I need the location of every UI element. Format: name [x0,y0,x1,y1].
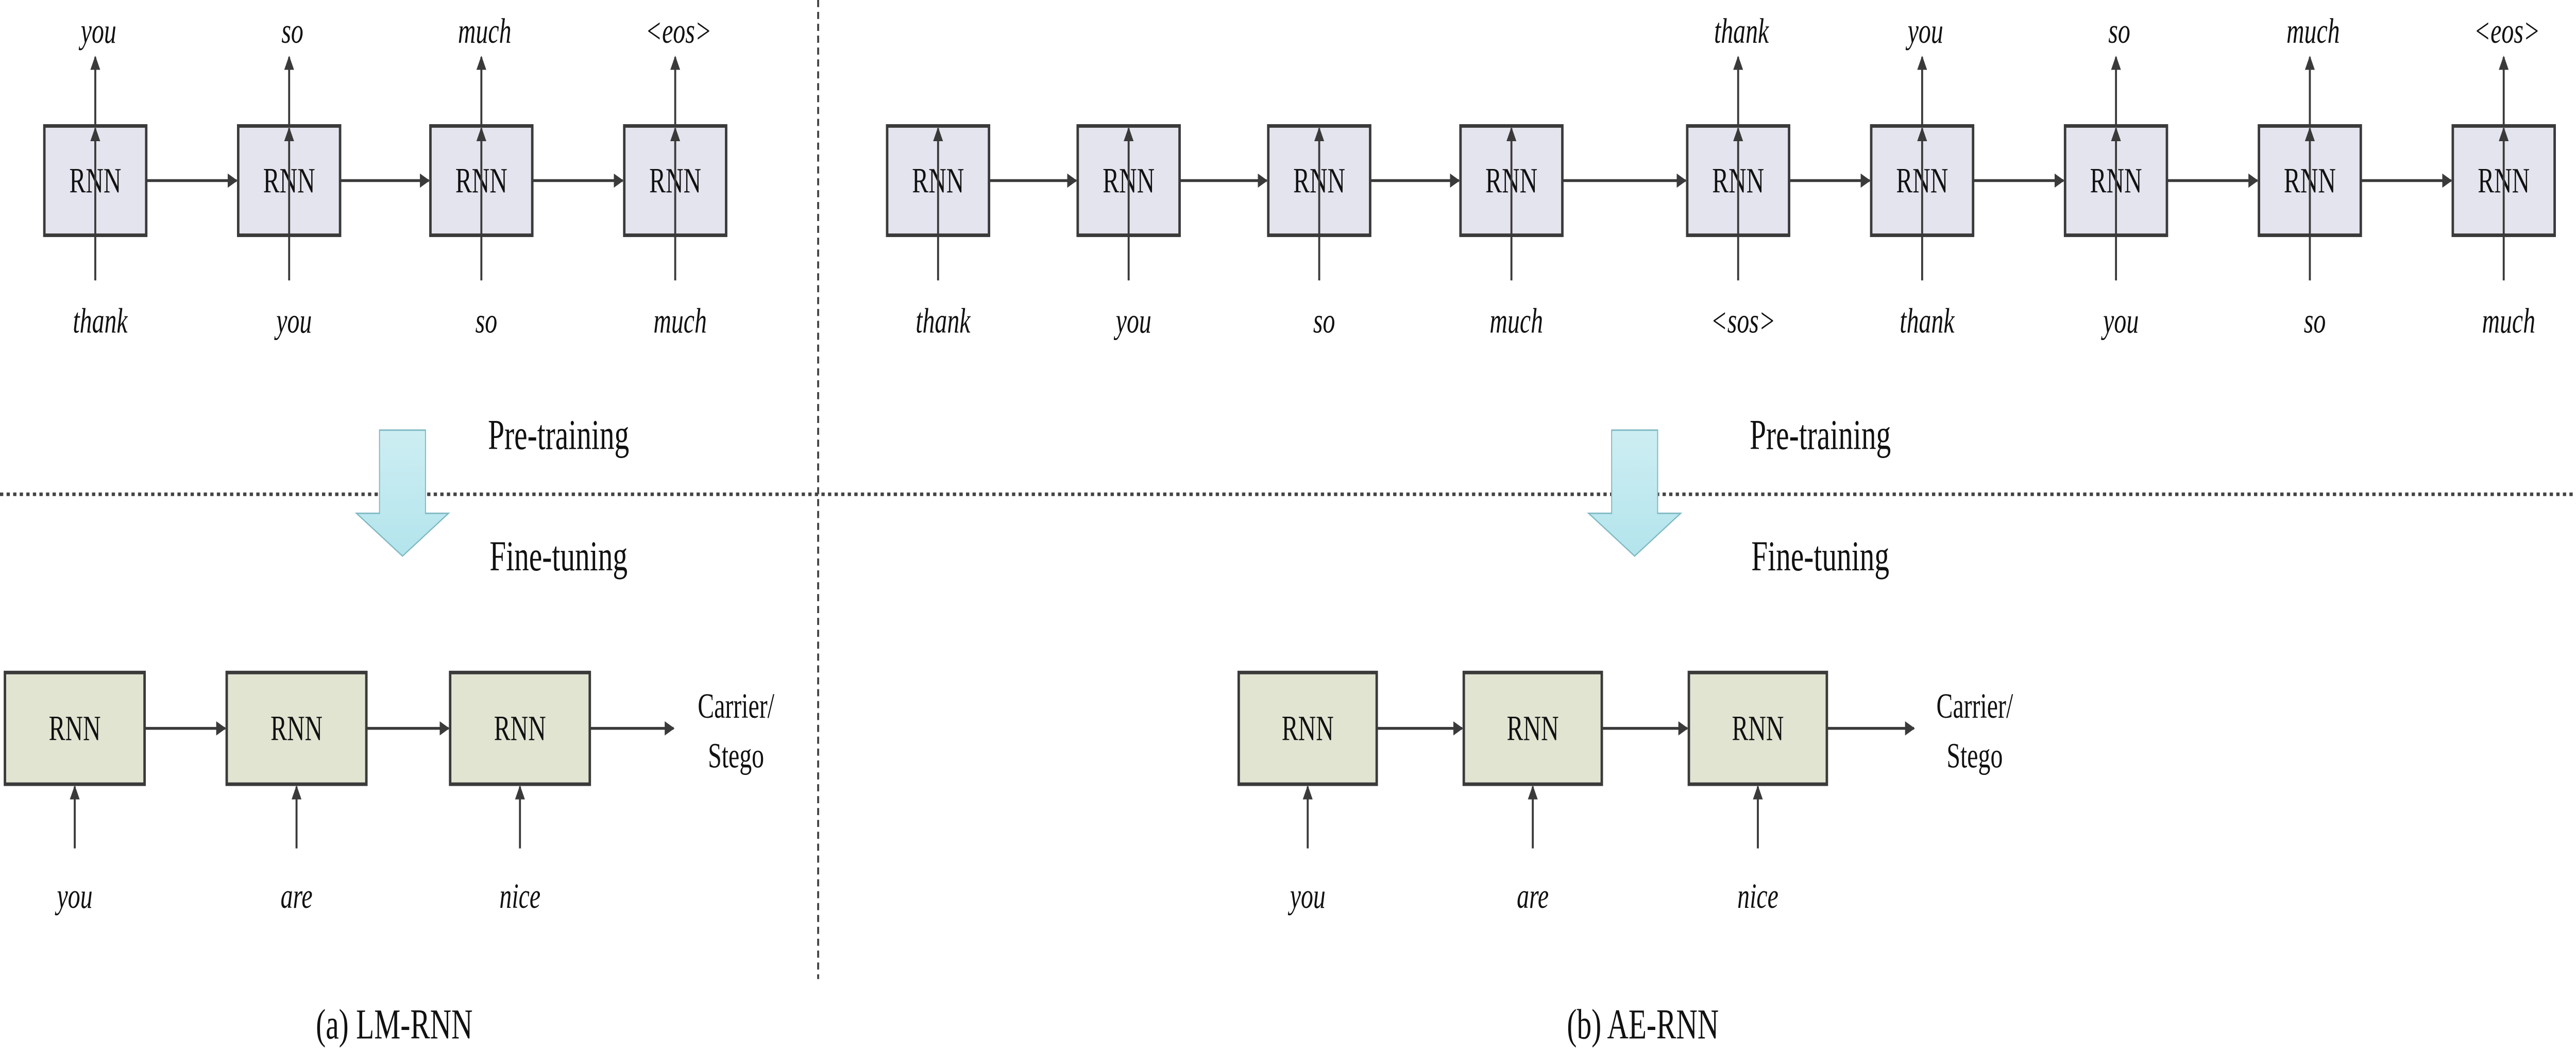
output-token: you [1906,11,1943,50]
input-token: so [476,301,498,341]
input-token: you [55,876,93,916]
finetune-rnn-cell: RNN you [4,670,146,916]
finetune-rnn-cell: RNN are [225,670,368,916]
input-token: you [1288,876,1326,916]
input-token: so [2304,301,2326,341]
panel-lm-rnn: RNNthankyouRNNyousoRNNsomuchRNNmuch<eos>… [4,11,774,1048]
input-token: thank [1900,301,1955,341]
stego-label: Stego [708,736,764,775]
rnn-label: RNN [1282,708,1334,748]
rnn-label: RNN [1732,708,1784,748]
input-token: much [1489,301,1543,341]
input-token: so [1313,301,1335,341]
input-token: <sos> [1710,301,1775,341]
rnn-box [1462,670,1603,786]
panel-caption: (a) LM-RNN [316,1001,472,1048]
output-token: so [281,11,303,50]
rnn-label: RNN [1507,708,1559,748]
output-token: much [2286,11,2340,50]
input-token: much [653,301,707,341]
pretrain-rnn-cell: RNN<sos>thank [1686,11,1790,341]
output-token: much [458,11,512,50]
output-token: <eos> [2474,11,2540,50]
transfer-down-arrow-icon [354,429,450,557]
finetuning-label: Fine-tuning [489,533,628,580]
rnn-box [225,670,368,786]
transfer-down-arrow-icon [1587,429,1683,557]
rnn-label: RNN [494,708,546,748]
input-token: thank [916,301,971,341]
input-token: are [281,876,313,916]
input-token: you [274,301,312,341]
output-token: you [79,11,116,50]
pretraining-label: Pre-training [488,411,629,459]
output-token: so [2108,11,2130,50]
rnn-box [1687,670,1828,786]
input-token: thank [73,301,128,341]
input-token: you [2101,301,2139,341]
output-token: <eos> [646,11,711,50]
finetuning-label: Fine-tuning [1751,533,1889,580]
input-token: are [1517,876,1549,916]
stego-label: Stego [1946,736,2003,775]
panel-ae-rnn: RNNthankRNNyouRNNsoRNNmuchRNN<sos>thankR… [886,11,2556,1048]
finetune-rnn-cell: RNN you [1237,670,1378,916]
input-token: nice [499,876,540,916]
input-token: much [2482,301,2535,341]
carrier-label: Carrier/ [1937,686,2013,725]
finetune-rnn-cell: RNN are [1462,670,1603,916]
finetune-rnn-cell: RNN nice [449,670,591,916]
input-token: nice [1737,876,1778,916]
pretraining-label: Pre-training [1750,411,1891,459]
carrier-label: Carrier/ [698,686,774,725]
rnn-label: RNN [270,708,323,748]
rnn-label: RNN [49,708,101,748]
output-token: thank [1714,11,1770,50]
panel-caption: (b) AE-RNN [1567,1001,1719,1048]
input-token: you [1114,301,1151,341]
finetune-rnn-cell: RNN nice [1687,670,1828,916]
